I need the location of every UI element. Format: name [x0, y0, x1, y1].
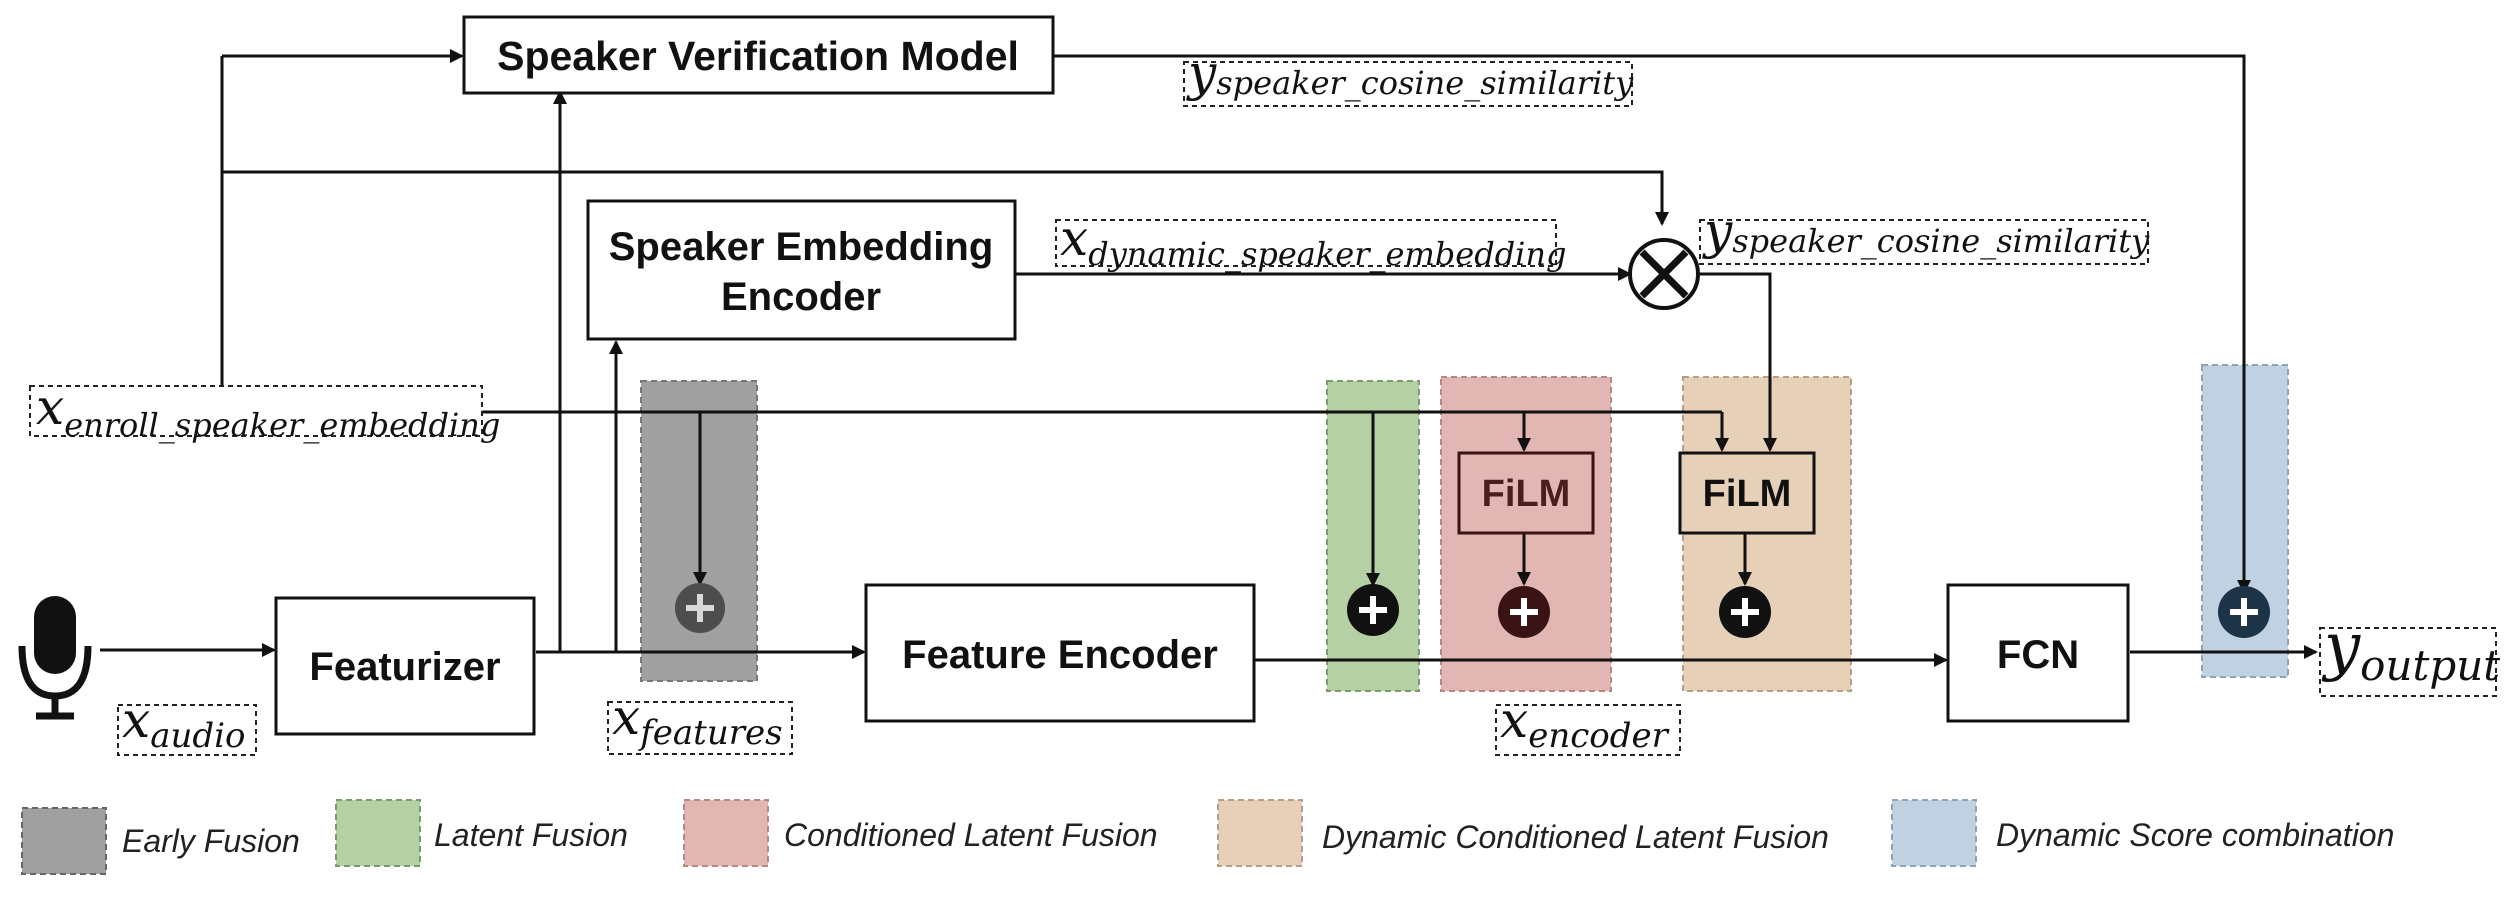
- label-base: x: [122, 691, 150, 749]
- legend-swatch-early-fusion: [21, 807, 107, 875]
- label-x-enroll-speaker-embedding: xenroll_speaker_embedding: [29, 378, 500, 444]
- svg-text:youtput: youtput: [2321, 610, 2500, 690]
- label-subscript: enroll_speaker_embedding: [64, 406, 500, 444]
- label-subscript: output: [2360, 641, 2500, 690]
- featurizer-block: Featurizer: [274, 596, 536, 736]
- label-y-output: youtput: [2319, 610, 2500, 697]
- label-base: y: [2321, 610, 2361, 684]
- fcn-block: FCN: [1946, 583, 2130, 723]
- svm-score-line: [1053, 54, 2251, 594]
- speaker-embedding-encoder-block: Speaker Embedding Encoder: [586, 199, 1017, 341]
- film-block-2: FiLM: [1678, 451, 1816, 535]
- svg-text:yspeaker_cosine_similarity: yspeaker_cosine_similarity: [1702, 202, 2150, 260]
- svg-text:xfeatures: xfeatures: [612, 688, 783, 753]
- film-block-1: FiLM: [1457, 451, 1595, 535]
- feature-encoder-block: Feature Encoder: [864, 583, 1256, 723]
- plus-circle-icon: [2218, 586, 2270, 638]
- label-y-speaker-cosine-similarity-top: yspeaker_cosine_similarity: [1183, 44, 1634, 107]
- legend-swatch-dynamic-conditioned-latent-fusion: [1217, 799, 1303, 867]
- label-subscript: speaker_cosine_similarity: [1732, 222, 2150, 260]
- speaker-verification-model-label: Speaker Verification Model: [497, 33, 1019, 79]
- label-x-dynamic-speaker-embedding: xdynamic_speaker_embedding: [1055, 209, 1567, 273]
- label-subscript: audio: [150, 716, 245, 756]
- label-subscript: encoder: [1528, 716, 1669, 756]
- legend-label-dynamic-conditioned-latent-fusion: Dynamic Conditioned Latent Fusion: [1322, 819, 1829, 855]
- speaker-embedding-encoder-label-line2: Encoder: [721, 275, 881, 319]
- speaker-verification-model-block: Speaker Verification Model: [462, 15, 1055, 95]
- label-base: y: [1186, 44, 1217, 102]
- label-x-encoder: xencoder: [1495, 691, 1681, 756]
- label-base: x: [1500, 691, 1528, 749]
- label-x-audio: xaudio: [117, 691, 257, 756]
- legend-label-latent-fusion: Latent Fusion: [434, 817, 628, 853]
- label-base: x: [36, 378, 64, 436]
- speaker-embedding-encoder-label-line1: Speaker Embedding: [609, 225, 994, 269]
- legend: Early Fusion Latent Fusion Conditioned L…: [21, 799, 2394, 875]
- plus-circle-icon: [675, 583, 725, 633]
- svg-text:xencoder: xencoder: [1500, 691, 1670, 756]
- legend-label-early-fusion: Early Fusion: [122, 823, 300, 859]
- multiply-circle-icon: [1628, 238, 1700, 310]
- plus-circle-icon: [1347, 584, 1399, 636]
- microphone-icon: [18, 596, 92, 720]
- legend-swatch-conditioned-latent-fusion: [683, 799, 769, 867]
- film-1-label: FiLM: [1482, 473, 1571, 515]
- label-subscript: dynamic_speaker_embedding: [1088, 235, 1566, 273]
- film-2-label: FiLM: [1703, 473, 1792, 515]
- feature-encoder-label: Feature Encoder: [902, 633, 1218, 677]
- legend-swatch-latent-fusion: [335, 799, 421, 867]
- svg-text:xenroll_speaker_embedding: xenroll_speaker_embedding: [36, 378, 500, 444]
- featurizer-label: Featurizer: [309, 645, 500, 689]
- plus-circle-icon: [1719, 586, 1771, 638]
- enroll-to-multiply-line: [222, 170, 1669, 226]
- legend-label-dynamic-score-combination: Dynamic Score combination: [1996, 817, 2394, 853]
- label-subscript: features: [637, 713, 782, 753]
- fcn-label: FCN: [1997, 633, 2079, 677]
- svg-text:xdynamic_speaker_embedding: xdynamic_speaker_embedding: [1060, 209, 1567, 273]
- legend-swatch-dynamic-score-combination: [1891, 799, 1977, 867]
- label-base: x: [612, 688, 640, 746]
- plus-circle-icon: [1498, 586, 1550, 638]
- svg-text:yspeaker_cosine_similarity: yspeaker_cosine_similarity: [1186, 44, 1634, 102]
- legend-label-conditioned-latent-fusion: Conditioned Latent Fusion: [784, 817, 1158, 853]
- label-y-speaker-cosine-similarity-mid: yspeaker_cosine_similarity: [1699, 202, 2150, 265]
- label-base: y: [1702, 202, 1733, 260]
- multiply-to-film2: [1700, 272, 1777, 452]
- label-subscript: speaker_cosine_similarity: [1216, 64, 1634, 102]
- svg-text:xaudio: xaudio: [122, 691, 245, 756]
- label-x-features: xfeatures: [607, 688, 793, 755]
- label-base: x: [1060, 209, 1088, 267]
